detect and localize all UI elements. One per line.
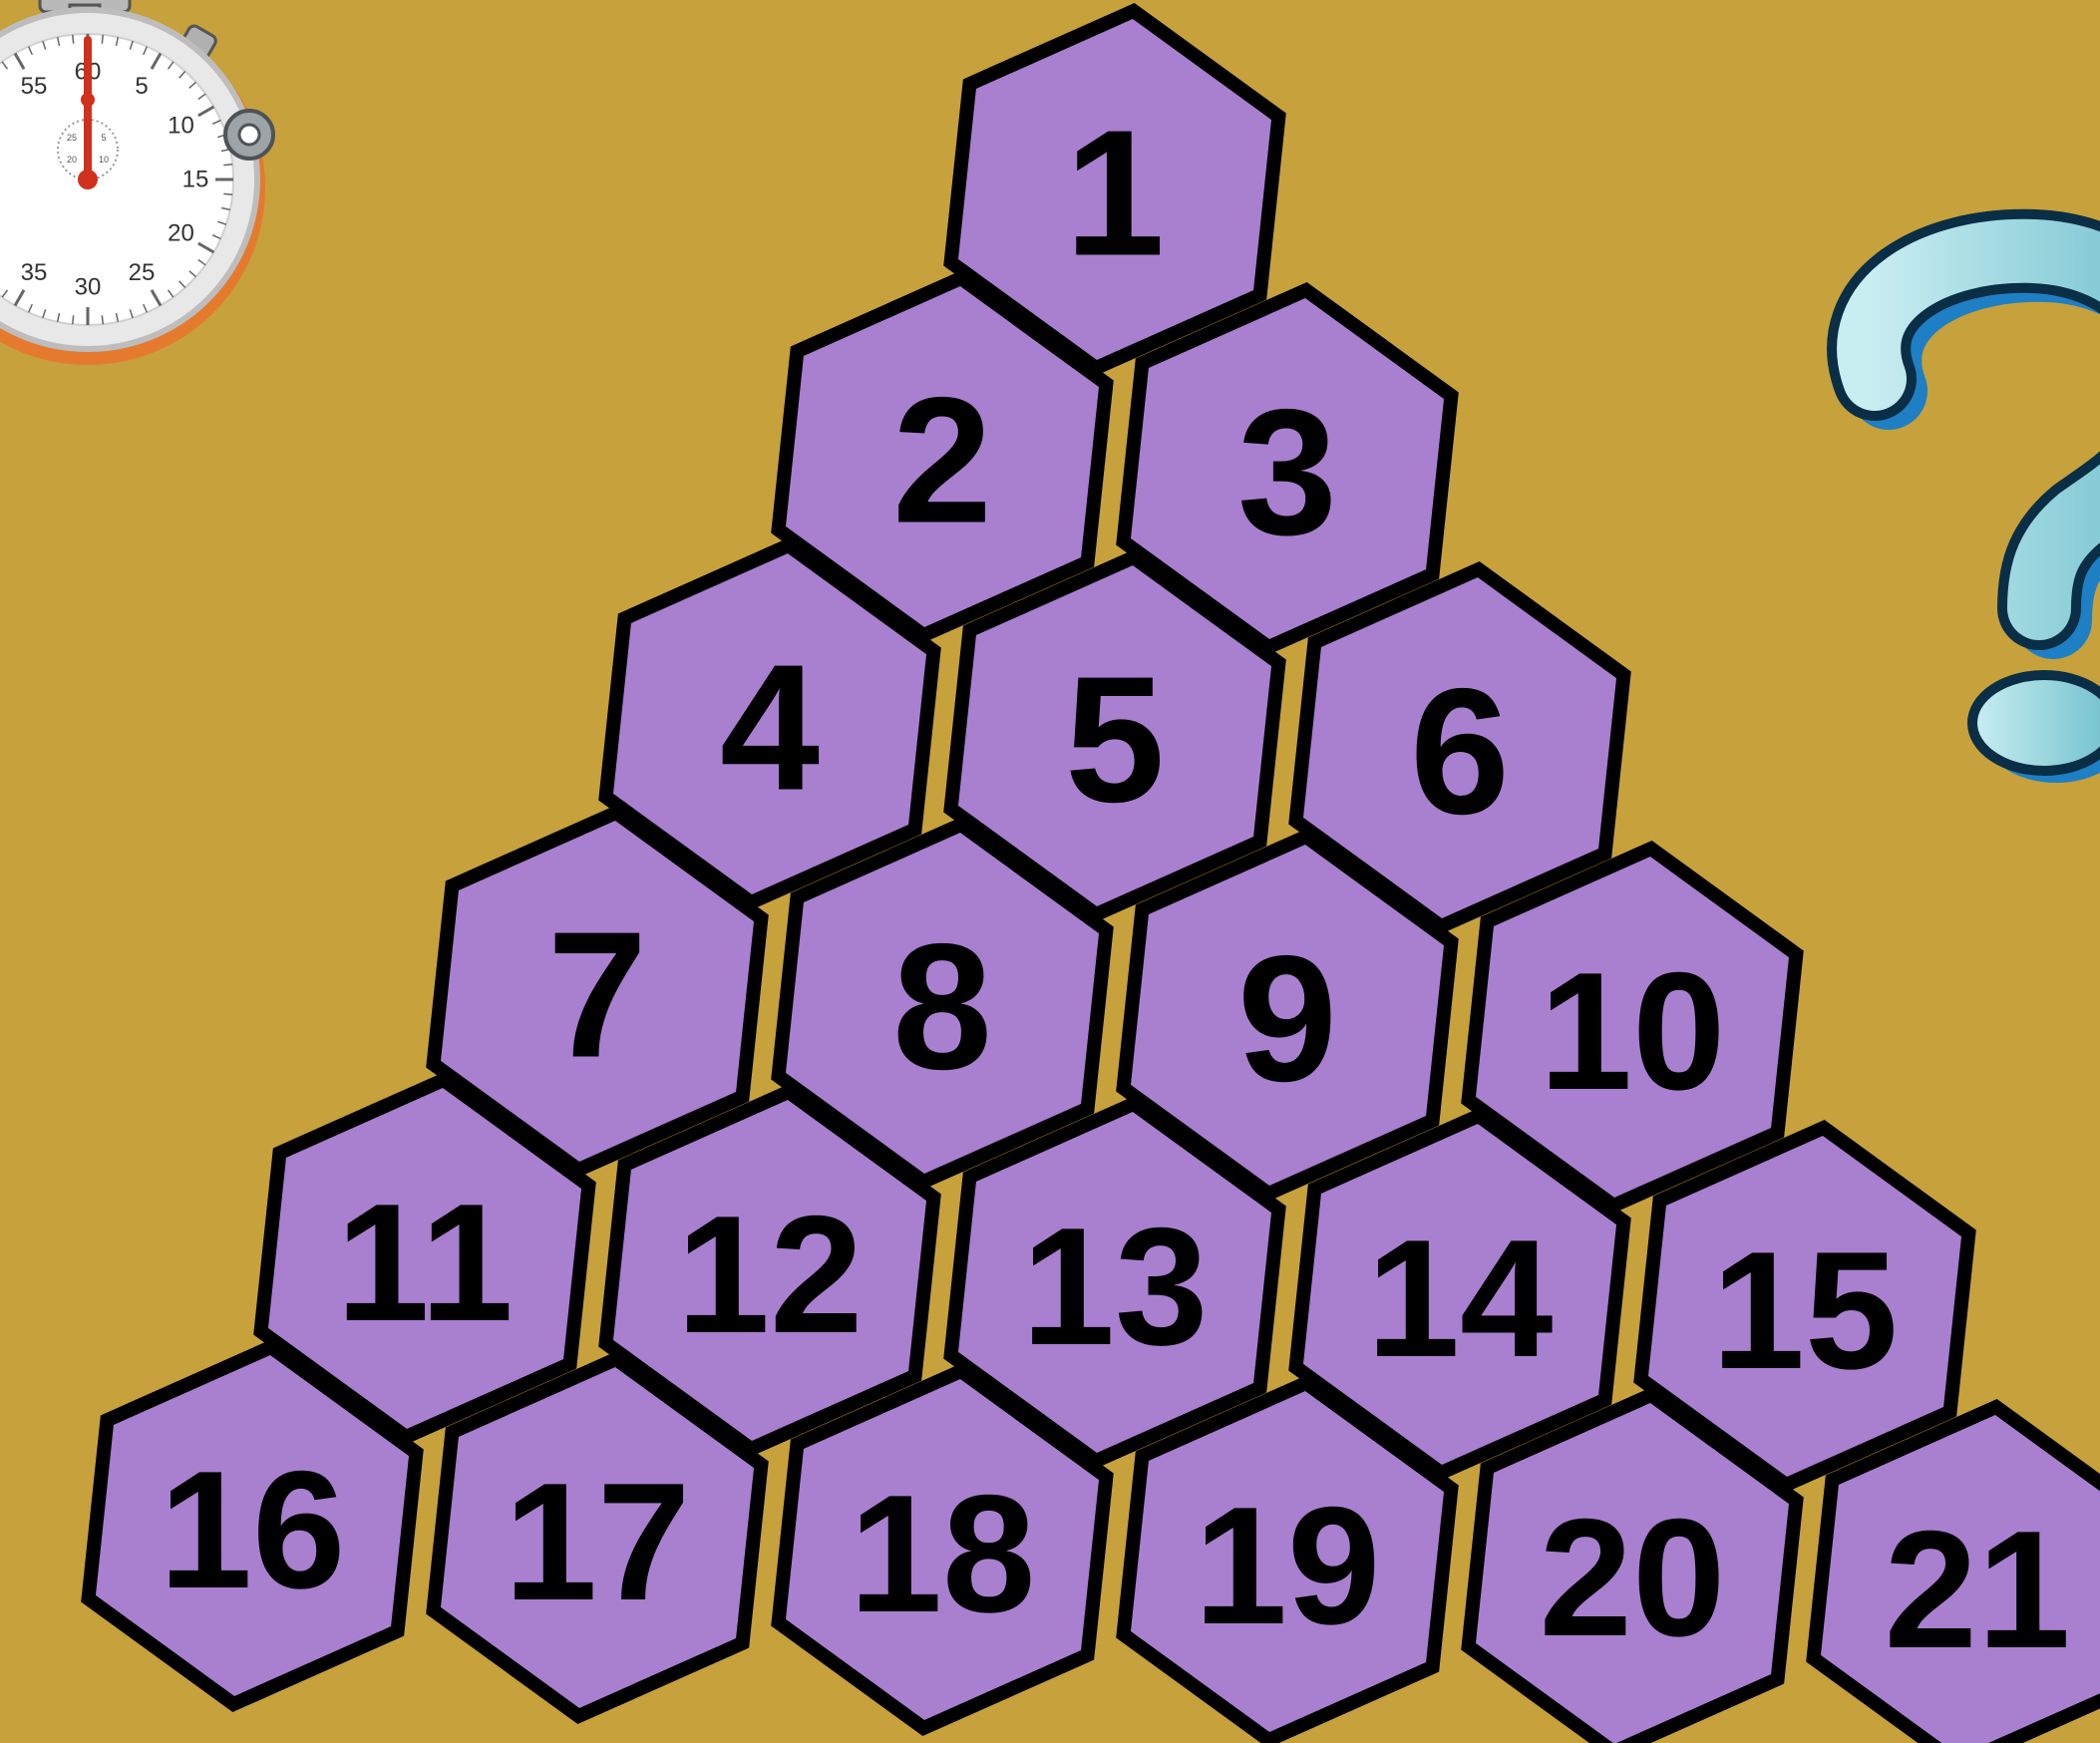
question-mark-icon [1869,251,2100,783]
stopwatch-tick [223,193,232,194]
hex-number: 11 [336,1169,514,1356]
stopwatch-dial-number: 35 [21,259,48,286]
question-mark-dot [1972,675,2100,771]
stopwatch-dial-number: 55 [21,73,48,100]
hex-number: 12 [677,1181,864,1368]
hex-number: 16 [160,1436,346,1623]
stopwatch-dial-number: 10 [168,113,194,140]
stopwatch-hub [78,170,98,189]
hex-number: 3 [1237,373,1337,573]
stopwatch-dial-number: 25 [129,259,156,286]
stopwatch-dial-number: 30 [75,274,102,301]
stopwatch-subdial-number: 5 [101,133,106,143]
hex-number: 5 [1065,640,1165,841]
hex-number: 6 [1410,652,1510,853]
hex-number: 20 [1540,1484,1726,1671]
hex-number: 18 [850,1460,1036,1647]
stopwatch-dial-number: 20 [168,220,194,247]
hex-number: 14 [1367,1205,1554,1392]
hex-number: 4 [720,628,820,829]
hex-number: 8 [892,907,992,1108]
stopwatch-dial-number: 5 [135,73,148,100]
hex-number: 19 [1195,1472,1381,1659]
stopwatch-knob-center [239,125,259,145]
stopwatch-subdial-number: 20 [67,155,77,165]
stopwatch-tick [102,35,103,44]
stopwatch-tick [102,315,103,324]
hex-number: 2 [892,361,992,561]
stopwatch-hand-dot [81,93,95,107]
hex-number: 10 [1540,937,1726,1125]
stopwatch-dial-number: 15 [182,167,209,193]
hex-number: 7 [547,895,647,1096]
stopwatch-subdial-number: 25 [67,133,77,143]
stopwatch-tick [223,165,232,166]
hex-number: 1 [1065,94,1165,294]
hex-number: 13 [1022,1193,1209,1380]
stopwatch-tick [73,315,74,324]
stopwatch-tick [73,35,74,44]
hex-number: 9 [1237,919,1337,1120]
hex-number: 21 [1885,1496,2071,1683]
hex-number: 17 [505,1448,691,1635]
stopwatch-subdial-number: 10 [99,155,109,165]
hex-number: 15 [1712,1217,1899,1404]
